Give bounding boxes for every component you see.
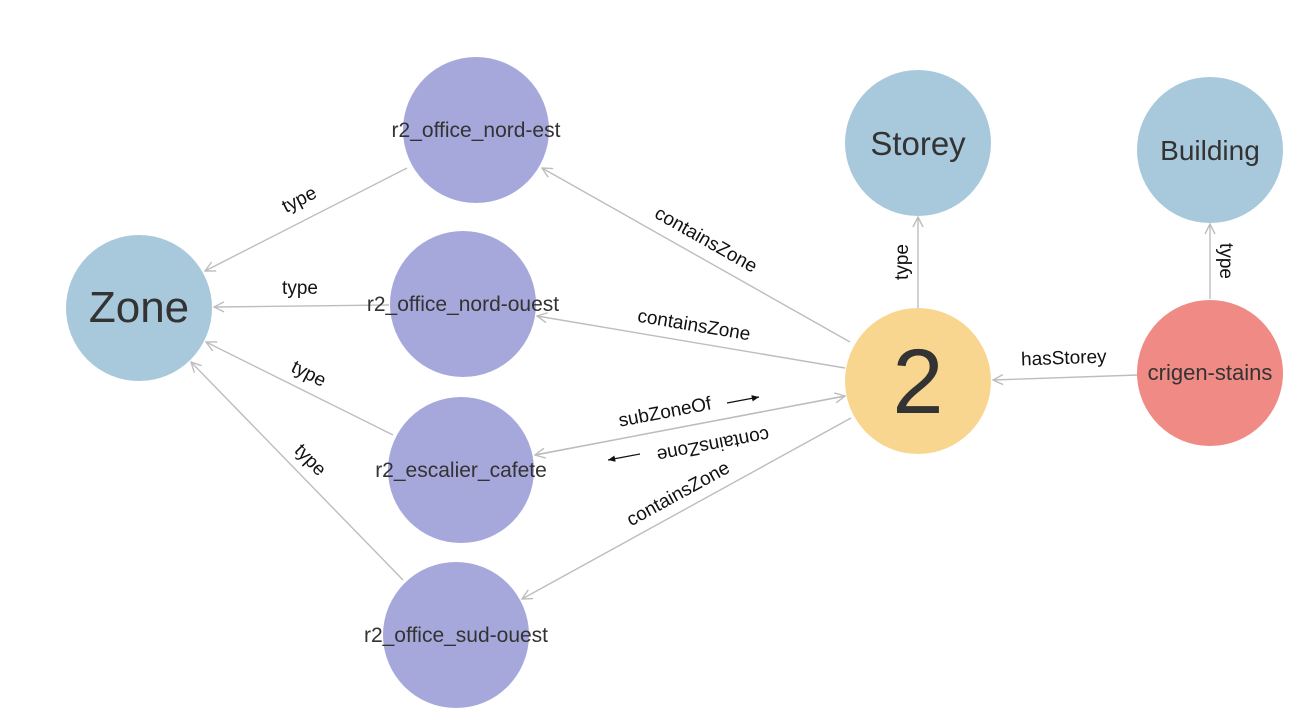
node-label: crigen-stains bbox=[1148, 360, 1273, 385]
edge-nord-ouest-type[interactable]: type bbox=[214, 278, 390, 307]
edge-label: containsZone bbox=[623, 458, 733, 531]
edge-building-type[interactable]: type bbox=[1210, 224, 1236, 299]
edge-label: containsZone bbox=[651, 203, 761, 277]
node-storey-2[interactable]: 2 bbox=[845, 308, 991, 454]
edge-label: type bbox=[279, 183, 321, 218]
edge-label: type bbox=[290, 440, 330, 480]
direction-arrow bbox=[726, 395, 760, 404]
edge-label: hasStorey bbox=[1021, 346, 1108, 370]
edge-label: type bbox=[1215, 243, 1236, 279]
node-circle bbox=[383, 562, 529, 708]
edge-nord-est-type[interactable]: type bbox=[205, 167, 408, 271]
edge-label: type bbox=[892, 244, 913, 280]
node-r2-office-nord-ouest[interactable]: r2_office_nord-ouest bbox=[367, 231, 559, 377]
node-label: Zone bbox=[89, 283, 189, 332]
node-r2-office-nord-est[interactable]: r2_office_nord-est bbox=[392, 57, 561, 203]
node-circle bbox=[1137, 300, 1283, 446]
node-label: r2_escalier_cafete bbox=[375, 459, 547, 482]
node-label: r2_office_nord-est bbox=[392, 119, 561, 142]
edge-line bbox=[191, 362, 404, 581]
edge-line bbox=[214, 305, 390, 307]
node-circle bbox=[390, 231, 536, 377]
node-circle bbox=[845, 70, 991, 216]
node-r2-office-sud-ouest[interactable]: r2_office_sud-ouest bbox=[364, 562, 548, 708]
edge-line bbox=[206, 342, 394, 436]
edge-label: containsZone bbox=[636, 306, 752, 346]
node-circle bbox=[388, 397, 534, 543]
edge-line bbox=[993, 375, 1139, 380]
node-zone[interactable]: Zone bbox=[66, 235, 212, 381]
node-building[interactable]: Building bbox=[1137, 77, 1283, 223]
node-label: r2_office_sud-ouest bbox=[364, 624, 548, 647]
direction-arrow bbox=[607, 453, 641, 462]
node-label: Building bbox=[1160, 135, 1260, 166]
edge-line bbox=[522, 417, 852, 599]
node-label: r2_office_nord-ouest bbox=[367, 293, 559, 316]
edge-has-storey[interactable]: hasStorey bbox=[993, 346, 1139, 380]
edge-sud-ouest-type[interactable]: type bbox=[191, 362, 404, 581]
node-circle bbox=[845, 308, 991, 454]
edge-label: containsZone bbox=[655, 423, 771, 465]
edge-line bbox=[205, 167, 408, 271]
edge-contains-nord-ouest[interactable]: containsZone bbox=[537, 306, 846, 369]
edge-label: subZoneOf bbox=[617, 393, 714, 431]
edge-storey-type[interactable]: type bbox=[892, 217, 918, 308]
node-label: Storey bbox=[870, 125, 966, 162]
edge-escalier-type[interactable]: type bbox=[206, 342, 394, 436]
node-label: 2 bbox=[892, 331, 943, 433]
node-circle bbox=[403, 57, 549, 203]
edge-line bbox=[537, 316, 846, 369]
node-circle bbox=[66, 235, 212, 381]
node-storey[interactable]: Storey bbox=[845, 70, 991, 216]
node-r2-escalier-cafete[interactable]: r2_escalier_cafete bbox=[375, 397, 547, 543]
edge-line bbox=[542, 168, 851, 343]
node-circle bbox=[1137, 77, 1283, 223]
edge-line bbox=[535, 395, 846, 455]
node-crigen-stains[interactable]: crigen-stains bbox=[1137, 300, 1283, 446]
edge-label: type bbox=[282, 278, 318, 299]
